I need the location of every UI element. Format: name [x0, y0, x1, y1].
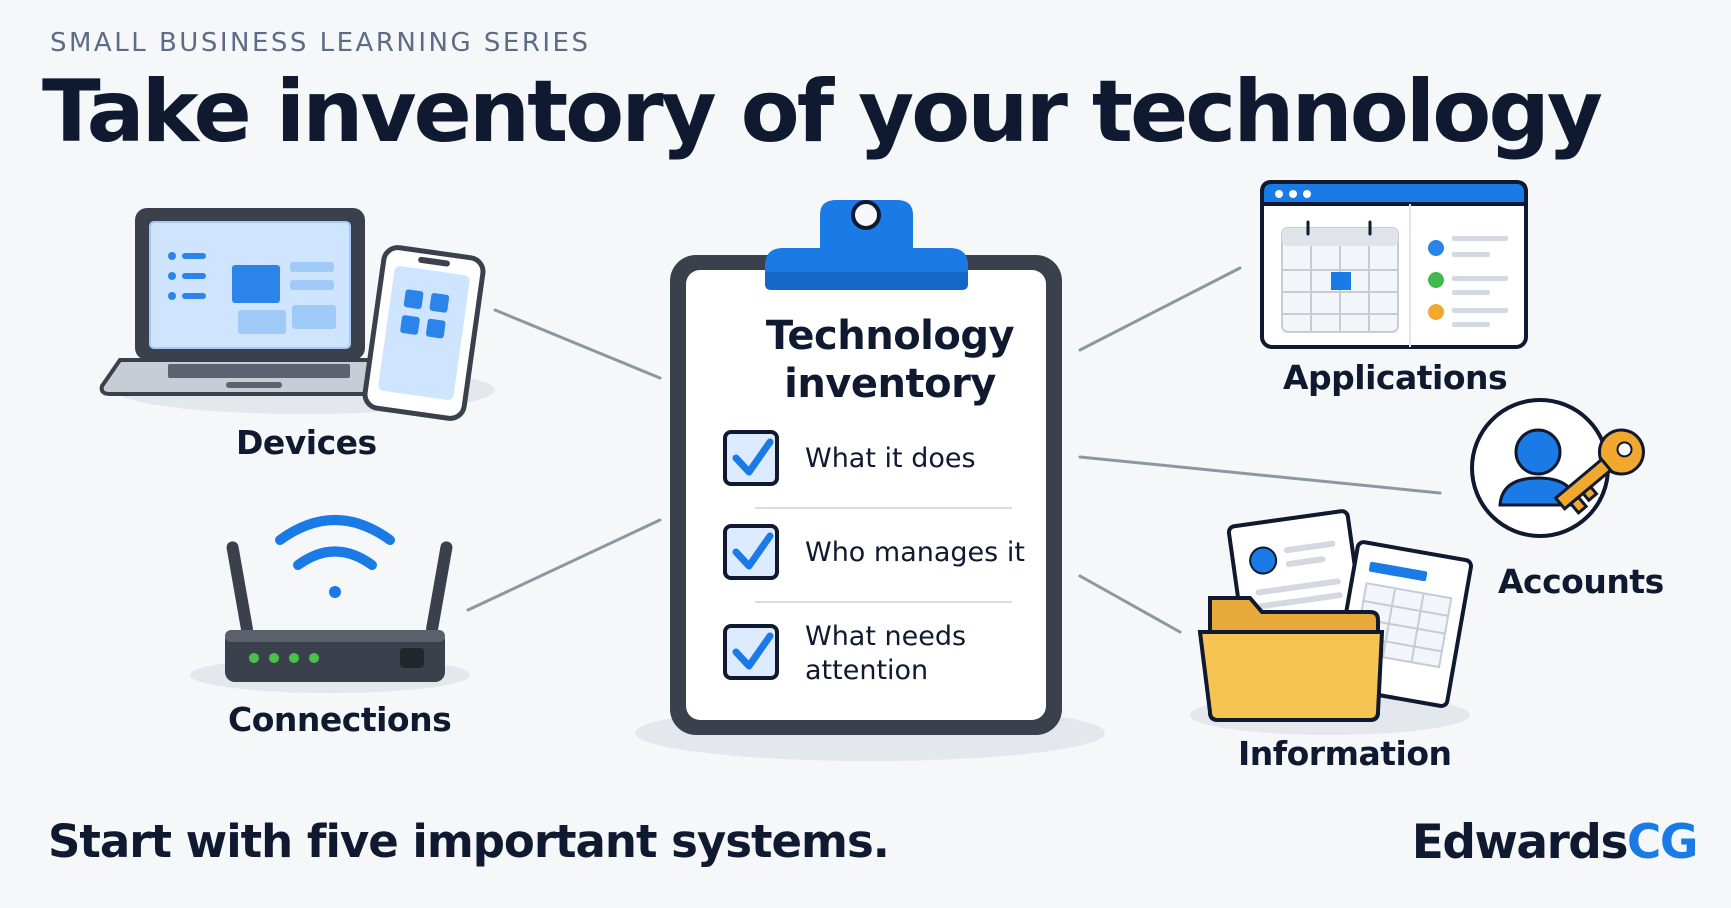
inventory-item: What it does [805, 443, 976, 474]
brand-accent: CG [1626, 815, 1699, 870]
app-window-icon [1260, 180, 1528, 349]
checkbox-icon [723, 524, 779, 580]
calendar-icon [1281, 220, 1399, 333]
clipboard-icon [670, 200, 1062, 735]
wifi-icon [275, 515, 395, 598]
inventory-item: What needs attention [805, 621, 967, 686]
brand-primary: Edwards [1411, 815, 1629, 870]
inventory-item: Who manages it [805, 537, 1025, 568]
checkbox-icon [723, 624, 779, 680]
category-label-information: Information [1238, 734, 1452, 773]
folder-icon [1197, 596, 1385, 722]
router-icon [225, 541, 453, 682]
category-label-devices: Devices [236, 423, 377, 462]
category-label-applications: Applications [1283, 358, 1508, 397]
brand-logo: EdwardsCG [1411, 815, 1699, 870]
series-eyebrow: SMALL BUSINESS LEARNING SERIES [50, 28, 591, 58]
connector-lines [466, 266, 1442, 634]
clipboard-title: Technology inventory [765, 313, 1015, 407]
page-title: Take inventory of your technology [42, 62, 1603, 162]
footer-tagline: Start with five important systems. [48, 815, 890, 868]
checkbox-icon [723, 430, 779, 486]
user-key-icon [1470, 398, 1645, 538]
category-label-accounts: Accounts [1498, 562, 1664, 601]
phone-icon [362, 245, 486, 421]
category-label-connections: Connections [228, 700, 452, 739]
laptop-icon [99, 208, 401, 396]
